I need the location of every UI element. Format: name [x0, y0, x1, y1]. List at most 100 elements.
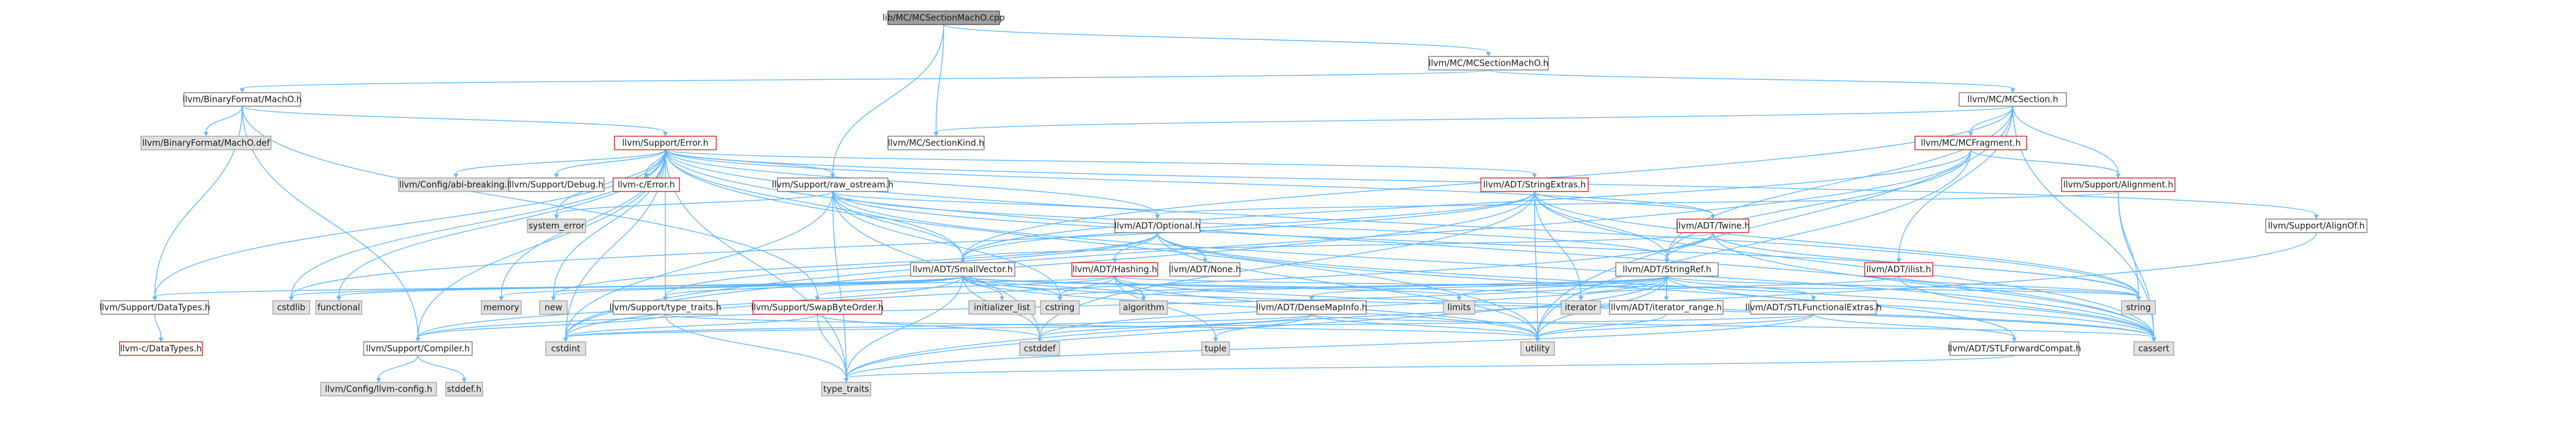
- edge-stringextras-to-cassert: [1534, 191, 2155, 338]
- edge-stringref-to-limits: [1458, 276, 1668, 297]
- edge-binfmt-to-swapbyteorder: [242, 106, 818, 297]
- node-label-new: new: [545, 303, 562, 313]
- node-label-tuple: tuple: [1205, 344, 1227, 354]
- node-stlforward[interactable]: llvm/ADT/STLForwardCompat.h: [1947, 341, 2081, 356]
- node-cdatatypes[interactable]: llvm-c/DataTypes.h: [119, 341, 203, 356]
- edge-stringextras-to-cstdlib: [291, 191, 1535, 297]
- node-mcsecmacho[interactable]: llvm/MC/MCSectionMachO.h: [1428, 56, 1549, 71]
- node-iterator: iterator: [1561, 300, 1601, 315]
- node-label-typetraits_h: llvm/Support/type_traits.h: [610, 303, 722, 313]
- arrowhead-stlfunc-to-stlforward: [2012, 338, 2017, 342]
- node-memory: memory: [481, 300, 522, 315]
- node-box-cstddef: [1019, 341, 1060, 356]
- edge-rawostream-to-smallvector: [832, 191, 963, 259]
- edge-mcsection-to-ilist: [1898, 106, 2014, 259]
- node-label-algorithm: algorithm: [1123, 303, 1164, 313]
- node-label-sysyerror: system_error: [529, 222, 585, 231]
- edge-rawostream-to-optional: [832, 191, 1158, 215]
- node-label-cstdint: cstdint: [551, 344, 581, 354]
- node-root[interactable]: lib/MC/MCSectionMachO.cpp: [882, 10, 1005, 25]
- node-compiler[interactable]: llvm/Support/Compiler.h: [363, 341, 473, 356]
- node-label-swapbyteorder: llvm/Support/SwapByteOrder.h: [751, 303, 884, 313]
- node-hashing[interactable]: llvm/ADT/Hashing.h: [1071, 262, 1158, 277]
- node-swapbyteorder[interactable]: llvm/Support/SwapByteOrder.h: [751, 300, 884, 315]
- node-box-cstring: [1040, 300, 1080, 315]
- arrowhead-root-to-mcsecmacho: [1486, 52, 1491, 56]
- node-label-binfmt: llvm/BinaryFormat/MachO.h: [183, 95, 302, 105]
- arrowhead-densemapinfo-to-cstddef: [1037, 338, 1042, 342]
- node-rawostream[interactable]: llvm/Support/raw_ostream.h: [772, 177, 893, 192]
- node-box-initlist: [968, 300, 1036, 315]
- edge-twine-to-smallvector: [962, 232, 1714, 259]
- edge-error-to-optional: [665, 149, 1158, 215]
- node-iteratorrange[interactable]: llvm/ADT/iterator_range.h: [1609, 300, 1724, 315]
- edge-rawostream-to-cassert: [832, 191, 2155, 338]
- node-mcsection[interactable]: llvm/MC/MCSection.h: [1959, 92, 2067, 107]
- edge-root-to-rawostream: [832, 24, 944, 174]
- arrowhead-binfmt-to-error: [663, 132, 668, 136]
- edge-stringref-to-string: [1666, 276, 2139, 297]
- node-cassert: cassert: [2133, 341, 2174, 356]
- arrowhead-mcsecmacho-to-binfmt: [240, 88, 245, 93]
- node-alignof[interactable]: llvm/Support/AlignOf.h: [2265, 218, 2368, 233]
- node-box-stlfunc: [1750, 300, 1877, 315]
- edge-stlfunc-to-stlforward: [1813, 314, 2015, 338]
- edge-error-to-cassert: [665, 149, 2155, 338]
- node-typetraits_h[interactable]: llvm/Support/type_traits.h: [610, 300, 722, 315]
- edge-twine-to-cassert: [1712, 232, 2155, 338]
- node-box-none: [1169, 262, 1240, 277]
- node-stringref[interactable]: llvm/ADT/StringRef.h: [1615, 262, 1719, 277]
- node-none[interactable]: llvm/ADT/None.h: [1169, 262, 1241, 277]
- arrowhead-densemapinfo-to-tuple: [1213, 338, 1218, 342]
- node-stringextras[interactable]: llvm/ADT/StringExtras.h: [1480, 177, 1589, 192]
- node-box-llvmconfig: [320, 382, 437, 396]
- node-box-string: [2121, 300, 2156, 315]
- node-box-mcsecmacho: [1428, 56, 1549, 71]
- node-label-typetraits: type_traits: [824, 385, 869, 395]
- node-densemapinfo[interactable]: llvm/ADT/DenseMapInfo.h: [1256, 300, 1367, 315]
- node-label-mcsection: llvm/MC/MCSection.h: [1967, 95, 2058, 105]
- node-label-abibreaking: llvm/Config/abi-breaking.h: [399, 180, 513, 190]
- node-label-cassert: cassert: [2138, 344, 2169, 354]
- node-twine[interactable]: llvm/ADT/Twine.h: [1676, 218, 1750, 233]
- node-label-cstring: cstring: [1045, 303, 1075, 313]
- node-mcfragment[interactable]: llvm/MC/MCFragment.h: [1914, 136, 2027, 150]
- edge-rawostream-to-sysyerror: [556, 191, 833, 215]
- node-stlfunc[interactable]: llvm/ADT/STLFunctionalExtras.h: [1745, 300, 1882, 315]
- node-sysyerror: system_error: [527, 218, 586, 233]
- node-box-smallvector: [910, 262, 1015, 277]
- node-box-root: [887, 10, 1000, 25]
- arrowhead-stringref-to-algorithm: [1141, 296, 1146, 301]
- node-binfmt[interactable]: llvm/BinaryFormat/MachO.h: [183, 92, 302, 107]
- edge-binfmt-to-binfmtdef: [205, 106, 243, 133]
- node-box-datatypes: [101, 300, 209, 315]
- node-label-stringref: llvm/ADT/StringRef.h: [1622, 265, 1711, 275]
- edge-ilist-to-iterator: [1580, 276, 1900, 297]
- node-box-twine: [1676, 218, 1749, 233]
- node-cerror[interactable]: llvm-c/Error.h: [613, 177, 680, 192]
- node-optional[interactable]: llvm/ADT/Optional.h: [1114, 218, 1201, 233]
- node-box-ilist: [1864, 262, 1933, 277]
- edge-iteratorrange-to-utility: [1537, 314, 1667, 338]
- node-datatypes[interactable]: llvm/Support/DataTypes.h: [99, 300, 210, 315]
- arrowhead-smallvector-to-typetraits_h: [663, 296, 668, 301]
- node-label-mcfragment: llvm/MC/MCFragment.h: [1921, 139, 2020, 149]
- arrowhead-compiler-to-stddef: [462, 378, 467, 382]
- edge-error-to-string: [665, 149, 2139, 297]
- node-alignment[interactable]: llvm/Support/Alignment.h: [2061, 177, 2176, 192]
- node-error[interactable]: llvm/Support/Error.h: [614, 136, 717, 150]
- node-algorithm: algorithm: [1119, 300, 1168, 315]
- edge-error-to-sysyerror: [556, 149, 666, 215]
- edge-error-to-smallvector: [665, 149, 963, 259]
- node-label-stringextras: llvm/ADT/StringExtras.h: [1483, 180, 1586, 190]
- edge-root-to-mcsecmacho: [943, 24, 1489, 53]
- node-ilist[interactable]: llvm/ADT/ilist.h: [1864, 262, 1933, 277]
- node-debug[interactable]: llvm/Support/Debug.h: [508, 177, 605, 192]
- node-box-new: [539, 300, 568, 315]
- node-sectionkind[interactable]: llvm/MC/SectionKind.h: [887, 136, 985, 150]
- arrowhead-error-to-stringextras: [1532, 174, 1537, 178]
- node-label-llvmconfig: llvm/Config/llvm-config.h: [325, 385, 432, 395]
- node-label-cstdlib: cstdlib: [277, 303, 305, 313]
- node-smallvector[interactable]: llvm/ADT/SmallVector.h: [910, 262, 1015, 277]
- node-label-hashing: llvm/ADT/Hashing.h: [1072, 265, 1157, 275]
